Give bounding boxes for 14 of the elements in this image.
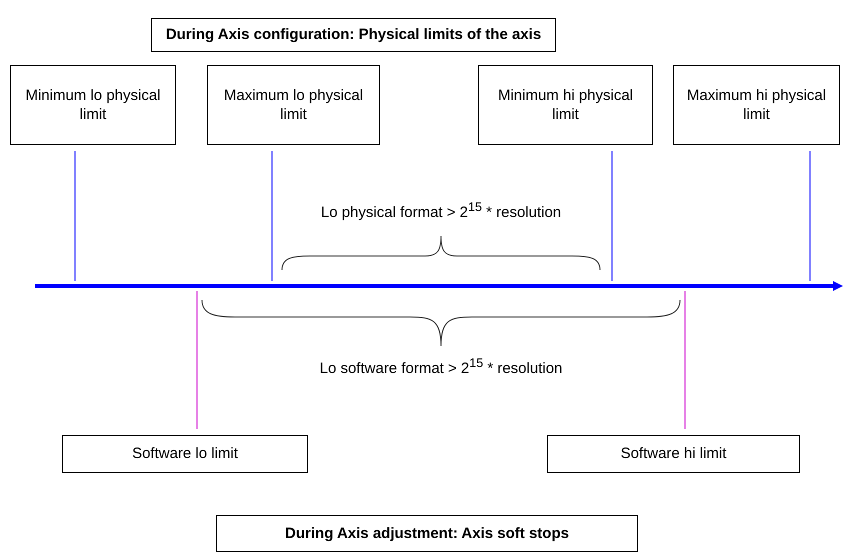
leader-line [196, 290, 198, 430]
leader-line [684, 290, 686, 430]
label-box: Software lo limit [62, 435, 308, 473]
label-box: Maximum lo physical limit [207, 65, 380, 145]
heading-box: During Axis adjustment: Axis soft stops [216, 515, 638, 552]
heading-box: During Axis configuration: Physical limits of the axis [151, 18, 556, 52]
brace-label: Lo physical format > 2$^{15}$ * resolution [320, 200, 562, 221]
label-box: Maximum hi physical limit [673, 65, 840, 145]
label-box: Minimum hi physical limit [478, 65, 653, 145]
axis-arrow [35, 281, 843, 291]
label-box: Software hi limit [547, 435, 800, 473]
label-box: Minimum lo physical limit [10, 65, 176, 145]
leader-line [74, 150, 76, 282]
brace-label: Lo software format > 2$^{15}$ * resolution [320, 356, 562, 377]
